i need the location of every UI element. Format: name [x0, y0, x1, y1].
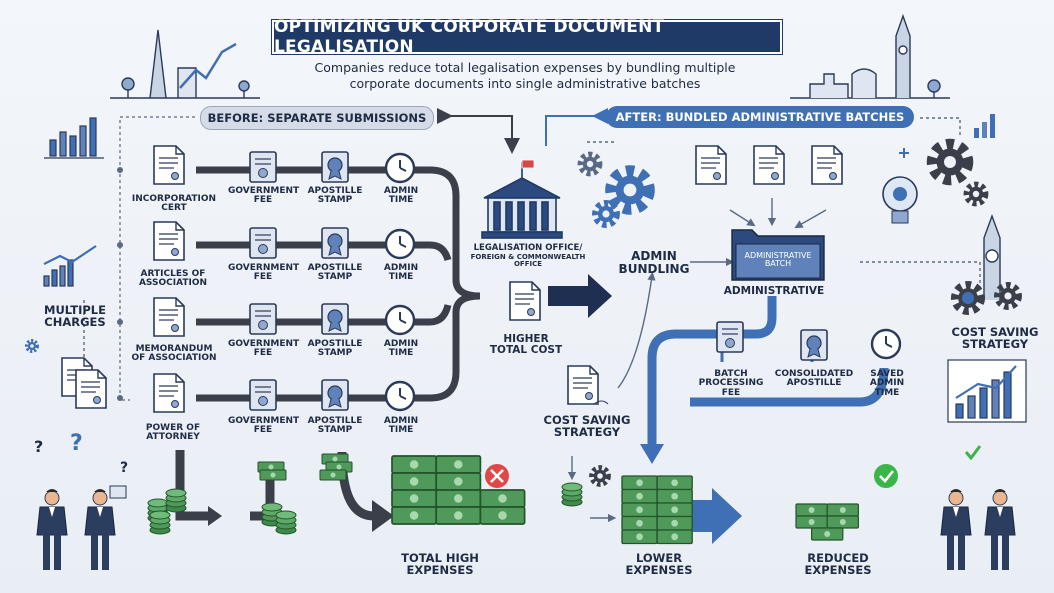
row-3-fee-label: GOVERNMENT FEE	[228, 339, 300, 359]
reduced-expenses-label: REDUCED EXPENSES	[804, 551, 872, 578]
cost-saving-strategy-center-label: COST SAVING STRATEGY	[543, 413, 631, 440]
before-row-4-icons	[153, 373, 416, 413]
arrow-to-bundling	[548, 274, 612, 318]
row-1-stamp-label: APOSTILLE STAMP	[307, 186, 363, 206]
row-3-document-label: MEMORANDUM OF ASSOCIATION	[131, 344, 217, 364]
left-bracket	[119, 116, 195, 401]
green-check-icon	[874, 464, 898, 488]
multiple-charges-label: MULTIPLE CHARGES	[44, 303, 106, 330]
legalisation-office-icon	[481, 159, 563, 239]
row-2-time-label: ADMIN TIME	[383, 263, 419, 283]
row-3-time-label: ADMIN TIME	[383, 339, 419, 359]
small-gear-icon	[25, 339, 39, 353]
skyline-right-icon	[790, 13, 950, 99]
svg-text:?: ?	[70, 431, 83, 456]
row-2-document-label: ARTICLES OF ASSOCIATION	[138, 269, 208, 289]
before-row-3-icons	[153, 297, 416, 337]
big-ben-icon	[983, 213, 1001, 300]
administrative-batch-folder-label: ADMINISTRATIVE BATCH	[744, 251, 812, 269]
line-chart-left-icon	[43, 245, 97, 287]
arrow-after-link	[545, 108, 608, 146]
coins-gear-icon	[561, 468, 608, 507]
money-pile-total-high	[391, 455, 526, 525]
batch-processing-fee-label: BATCH PROCESSING FEE	[698, 369, 764, 398]
money-pile-lower	[621, 475, 693, 545]
cost-saving-strategy-right-label: COST SAVING STRATEGY	[951, 325, 1039, 352]
total-high-expenses-label: TOTAL HIGH EXPENSES	[401, 551, 479, 578]
gears-center-icon	[580, 154, 649, 224]
legalisation-office-subtitle: FOREIGN & COMMONWEALTH OFFICE	[470, 252, 586, 269]
bar-chart-top-right-icon	[974, 114, 995, 138]
money-pile-reduced	[795, 503, 860, 541]
row-1-fee-label: GOVERNMENT FEE	[228, 186, 300, 206]
row-4-time-label: ADMIN TIME	[383, 416, 419, 436]
admin-bundling-label: ADMIN BUNDLING	[618, 249, 690, 276]
lower-expenses-label: LOWER EXPENSES	[625, 551, 693, 578]
saved-time-icon	[870, 328, 902, 360]
consolidated-apostille-label: CONSOLIDATED APOSTILLE	[774, 369, 854, 389]
growth-chart-right-icon	[947, 359, 1027, 423]
saved-admin-time-label: SAVED ADMIN TIME	[869, 369, 905, 398]
after-flows	[647, 296, 889, 448]
happy-businesspeople-icon	[940, 488, 1016, 571]
red-x-icon	[485, 464, 509, 488]
before-row-1-icons	[153, 145, 416, 185]
gears-right-icon	[932, 144, 986, 204]
row-4-document-label: POWER OF ATTORNEY	[145, 423, 201, 443]
after-documents-icons	[695, 145, 843, 185]
batch-fee-icon	[716, 321, 744, 353]
cost-saving-document-icon	[567, 365, 609, 405]
before-row-pipes	[196, 166, 481, 402]
confused-businesspeople-icon: ? ? ?	[34, 431, 128, 571]
title-banner: OPTIMIZING UK CORPORATE DOCUMENT LEGALIS…	[272, 17, 782, 57]
before-row-2-icons	[153, 221, 416, 261]
small-check-icon	[964, 445, 982, 461]
administrative-label: ADMINISTRATIVE	[723, 285, 825, 297]
subtitle: Companies reduce total legalisation expe…	[314, 60, 736, 91]
higher-cost-document-icon	[509, 281, 541, 321]
row-2-stamp-label: APOSTILLE STAMP	[307, 263, 363, 283]
row-1-document-label: INCORPORATION CERT	[131, 194, 217, 214]
lightbulb-icon	[882, 148, 918, 224]
row-2-fee-label: GOVERNMENT FEE	[228, 263, 300, 283]
administrative-batch-folder-icon	[731, 229, 825, 281]
legalisation-office-title: LEGALISATION OFFICE/	[473, 243, 583, 253]
consolidated-apostille-icon	[800, 329, 828, 361]
row-4-fee-label: GOVERNMENT FEE	[228, 416, 300, 436]
legalisation-office-label: LEGALISATION OFFICE/ FOREIGN & COMMONWEA…	[466, 244, 590, 269]
svg-text:?: ?	[34, 437, 43, 456]
row-4-stamp-label: APOSTILLE STAMP	[307, 416, 363, 436]
documents-stack-icon	[61, 357, 107, 409]
row-3-stamp-label: APOSTILLE STAMP	[307, 339, 363, 359]
arrow-before-to-office	[444, 115, 520, 154]
svg-text:?: ?	[120, 460, 128, 476]
after-label: AFTER: BUNDLED ADMINISTRATIVE BATCHES	[606, 106, 914, 128]
bar-chart-top-left-icon	[44, 117, 104, 159]
row-1-time-label: ADMIN TIME	[383, 186, 419, 206]
before-label: BEFORE: SEPARATE SUBMISSIONS	[200, 106, 434, 130]
skyline-left-icon	[110, 29, 260, 99]
higher-total-cost-label: HIGHER TOTAL COST	[489, 333, 563, 357]
